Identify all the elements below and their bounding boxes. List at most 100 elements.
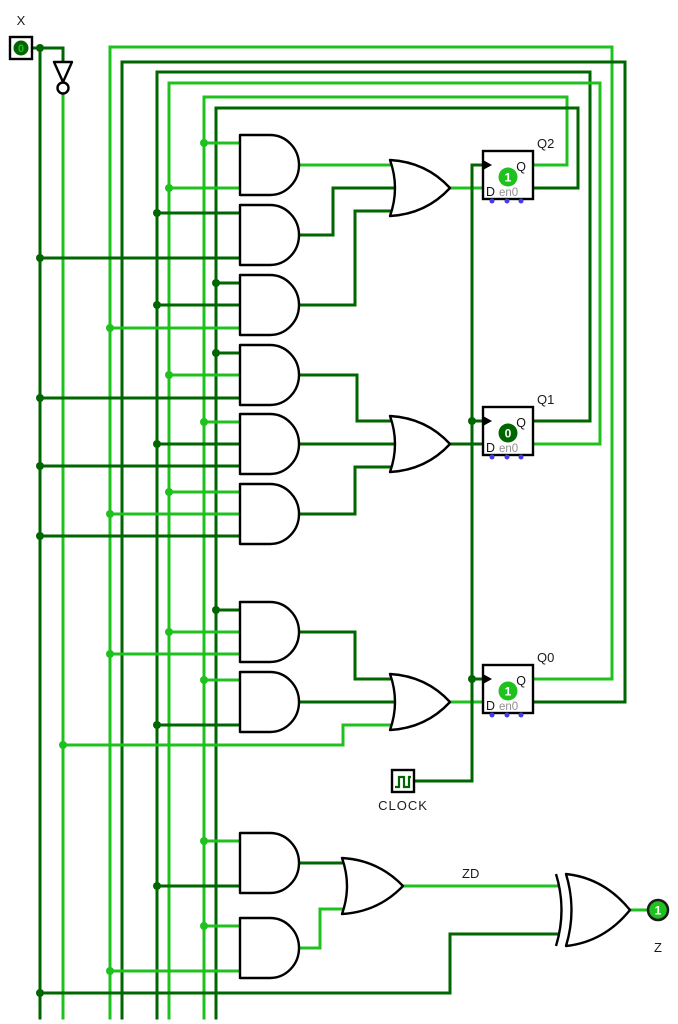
junction-dot <box>468 417 476 425</box>
pin-label-q: Q <box>516 416 526 430</box>
and7-gate <box>238 600 301 664</box>
and6-gate <box>238 482 301 546</box>
flipflop-label: Q0 <box>537 650 554 665</box>
pin-label-en: en0 <box>499 701 518 713</box>
or-gate-d2 <box>388 158 452 218</box>
and1-gate <box>238 133 301 197</box>
gates <box>52 60 632 980</box>
wire-clock-rail <box>412 163 485 783</box>
pin-dot <box>504 454 510 460</box>
pin-dot <box>504 712 510 718</box>
state-value: 1 <box>505 685 512 699</box>
pin-label-en: en0 <box>499 187 518 199</box>
junction-dot <box>200 418 208 426</box>
junction-dot <box>165 184 173 192</box>
junction-dots <box>36 44 476 997</box>
junction-dot <box>212 606 220 614</box>
pin-label-d: D <box>486 699 495 713</box>
junction-dot <box>153 440 161 448</box>
junction-dot <box>36 462 44 470</box>
state-value: 1 <box>505 171 512 185</box>
not-gate-bubble <box>56 81 70 95</box>
state-indicator <box>498 681 518 701</box>
flipflop-q2: Q D en0 1 Q2 <box>481 136 554 204</box>
junction-dot <box>59 741 67 749</box>
and3-gate <box>238 273 301 337</box>
junction-dot <box>200 676 208 684</box>
wire-q2-feedback <box>202 95 569 1020</box>
wire-and7-out <box>296 630 400 681</box>
pin-dot <box>518 198 524 204</box>
wire-and6-out <box>296 465 400 516</box>
junction-dot <box>153 882 161 890</box>
junction-dot <box>36 254 44 262</box>
junction-dot <box>212 349 220 357</box>
pin-label-d: D <box>486 441 495 455</box>
or-gate-d0 <box>388 672 452 732</box>
clock-component[interactable]: CLOCK <box>378 768 428 813</box>
pin-label-d: D <box>486 185 495 199</box>
junction-dot <box>106 650 114 658</box>
junction-dot <box>106 324 114 332</box>
junction-dot <box>106 967 114 975</box>
state-value: 0 <box>505 427 512 441</box>
xor-gate-input-arc <box>554 873 563 947</box>
wire-and4-out <box>296 373 400 423</box>
pin-dot <box>489 198 495 204</box>
junction-dot <box>36 989 44 997</box>
wire-notq1-feedback <box>167 81 602 1020</box>
wires <box>30 45 650 1020</box>
or-gate-d1 <box>388 414 452 474</box>
not-gate <box>52 60 74 84</box>
and5-gate <box>238 412 301 476</box>
clock-label: CLOCK <box>378 798 428 813</box>
pin-dot <box>489 712 495 718</box>
wire-q0-feedback <box>108 45 614 1020</box>
junction-dot <box>468 675 476 683</box>
junction-dot <box>200 139 208 147</box>
input-x-state[interactable] <box>13 40 29 56</box>
clock-triangle-icon <box>483 160 492 170</box>
and10-gate <box>238 916 301 980</box>
junction-dot <box>165 488 173 496</box>
or-gate-zd <box>340 856 405 916</box>
flipflop-label: Q1 <box>537 392 554 407</box>
pin-label-q: Q <box>516 674 526 688</box>
junction-dot <box>36 394 44 402</box>
pin-dot <box>518 712 524 718</box>
clock-triangle-icon <box>483 416 492 426</box>
input-x-value: 0 <box>18 43 24 55</box>
flipflop-label: Q2 <box>537 136 554 151</box>
output-z-state <box>646 898 670 922</box>
pin-label-q: Q <box>516 160 526 174</box>
clock-wave-icon <box>395 775 411 789</box>
xor-gate <box>564 872 632 948</box>
and4-gate <box>238 343 301 407</box>
junction-dot <box>106 510 114 518</box>
junction-dot <box>200 922 208 930</box>
pin-label-en: en0 <box>499 443 518 455</box>
wire-notq2-feedback <box>214 106 580 1020</box>
output-z-label: Z <box>654 940 662 955</box>
pin-dot <box>489 454 495 460</box>
zd-label: ZD <box>462 866 479 881</box>
wire-and3-out <box>296 209 400 307</box>
input-x-label: X <box>17 13 26 28</box>
flipflop-q1: Q D en0 0 Q1 <box>481 392 554 460</box>
junction-dot <box>153 721 161 729</box>
wire-and2-out <box>296 186 400 237</box>
input-x[interactable]: X 0 <box>8 13 34 61</box>
state-indicator <box>498 167 518 187</box>
wire-notx-to-or0 <box>61 723 400 747</box>
wire-q1-feedback <box>155 70 592 1020</box>
wire-notq0-feedback <box>120 60 627 1020</box>
and9-gate <box>238 831 301 895</box>
junction-dot <box>36 44 44 52</box>
and2-gate <box>238 203 301 267</box>
junction-dot <box>212 279 220 287</box>
wire-and10-out <box>296 907 352 950</box>
junction-dot <box>165 371 173 379</box>
output-z-value: 1 <box>655 904 662 918</box>
flipflop-q0: Q D en0 1 Q0 <box>481 650 554 718</box>
